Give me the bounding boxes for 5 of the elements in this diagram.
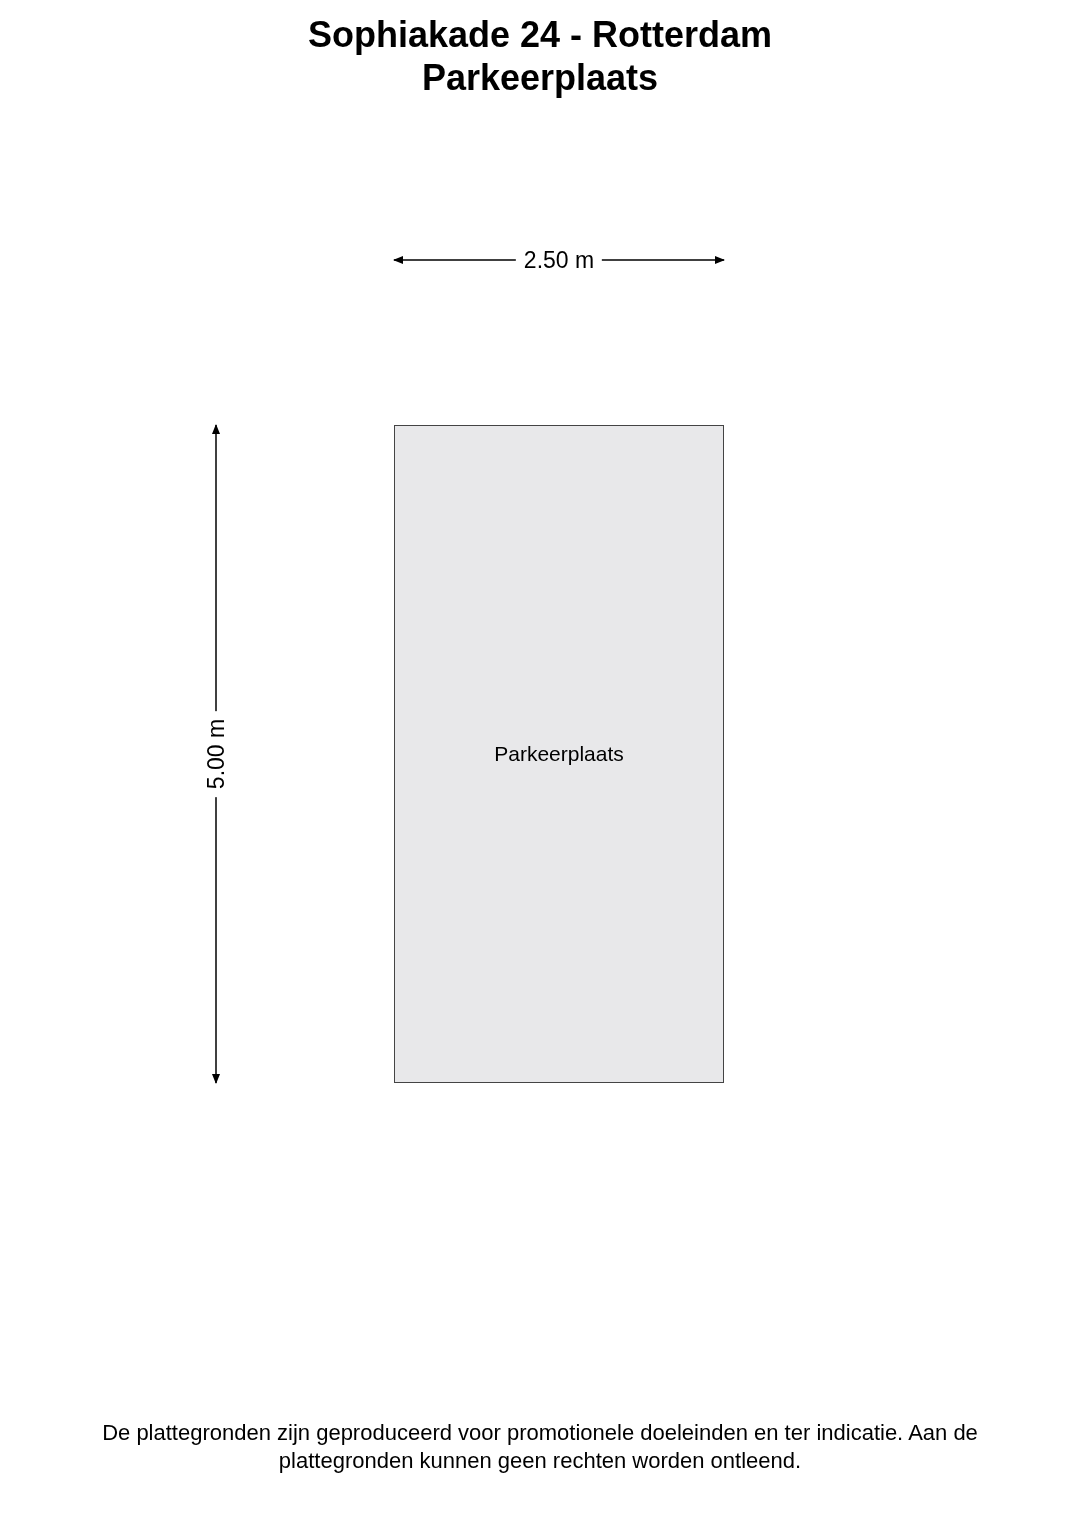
room-label: Parkeerplaats [494, 742, 624, 766]
title: Sophiakade 24 - Rotterdam [306, 14, 774, 56]
subtitle: Parkeerplaats [420, 57, 660, 99]
parking-space [394, 425, 724, 1083]
disclaimer-note: De plattegronden zijn geproduceerd voor promotionele doeleinden en ter indicatie. Aan de plattegronden kunnen geen rechten worden ontleend. [101, 1419, 979, 1475]
